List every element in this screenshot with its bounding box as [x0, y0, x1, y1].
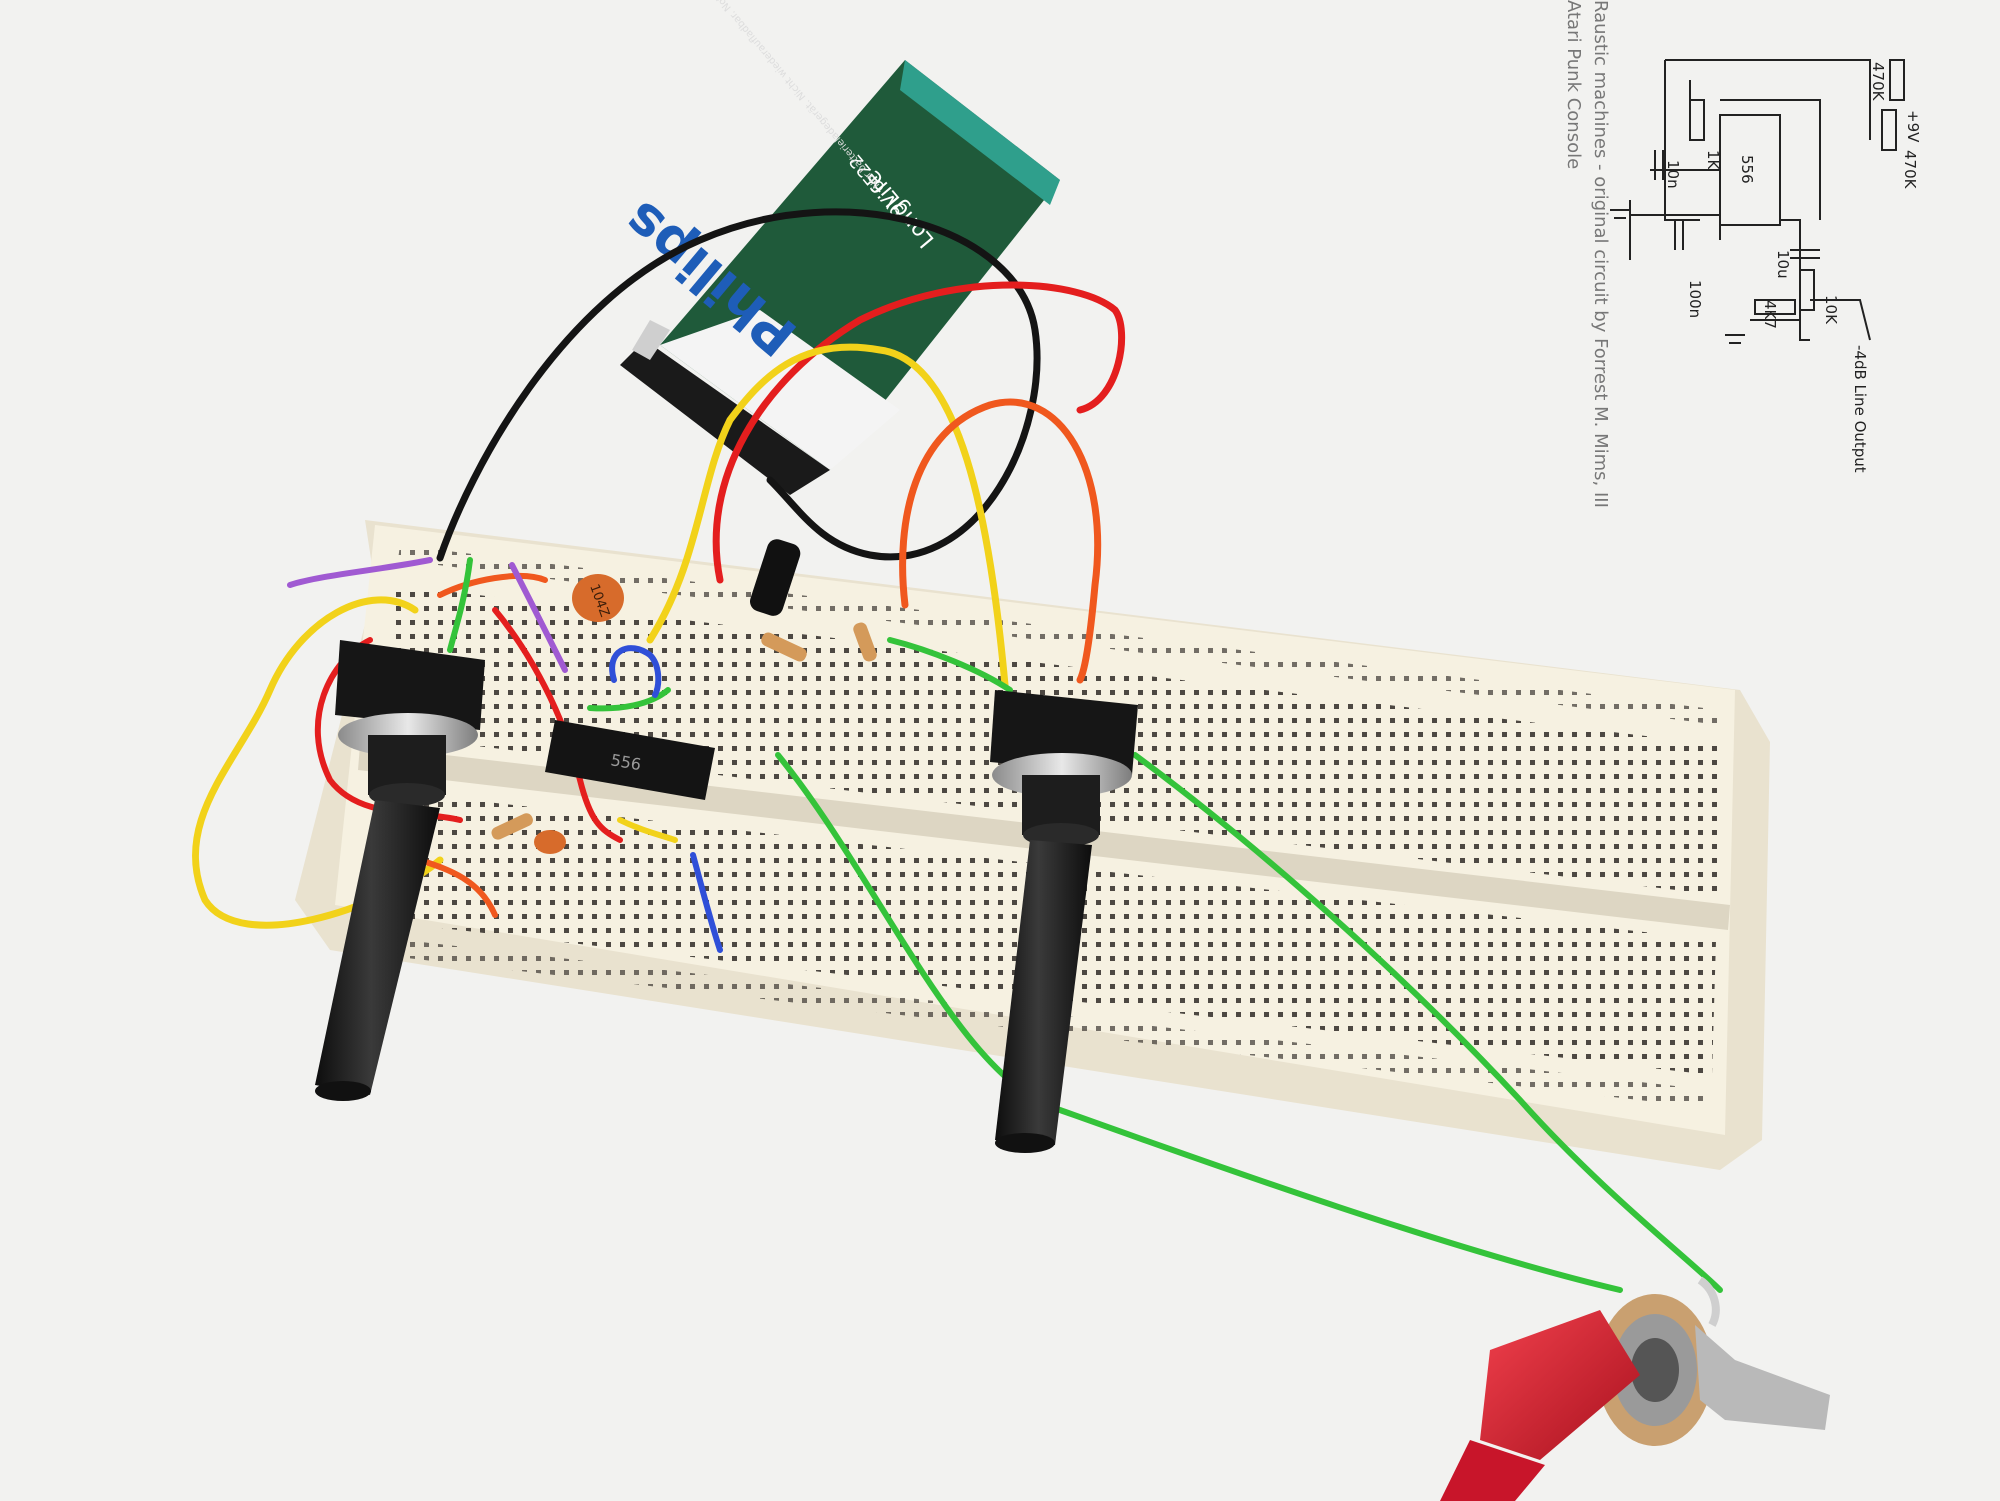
- potentiometer-right[interactable]: [990, 690, 1138, 1153]
- wire-green-short-2: [587, 687, 671, 712]
- wire-green-short-3: [887, 637, 1013, 693]
- wire-blue-u: [609, 645, 662, 698]
- potentiometer-left[interactable]: [315, 640, 485, 1101]
- label-output: -4dB Line Output: [1851, 345, 1869, 473]
- label-r-right: 470K: [1901, 150, 1919, 190]
- paper-subtitle: Raustic machines - original circuit by F…: [1590, 0, 1611, 508]
- wire-purple-left: [287, 557, 433, 588]
- electrolytic-capacitor: [749, 539, 801, 616]
- wire-yellow-short: [617, 817, 678, 843]
- wire-purple-center: [509, 562, 568, 673]
- label-r-10k: 10K: [1822, 295, 1840, 325]
- label-r-4k7: 4K7: [1761, 300, 1779, 329]
- schematic-chip-label: 556: [1738, 155, 1756, 184]
- wire-yellow-long: [646, 343, 1009, 689]
- label-c-10n: 10n: [1664, 160, 1682, 189]
- wire-orange-left: [437, 572, 548, 598]
- wire-orange-bottom: [417, 857, 498, 918]
- resistors: [491, 622, 877, 854]
- audio-jack[interactable]: [1597, 1276, 1830, 1446]
- label-c-10u: 10u: [1774, 250, 1792, 279]
- wire-blue-vertical: [690, 852, 723, 953]
- label-c-100n: 100n: [1686, 280, 1704, 318]
- wire-red-battery: [712, 281, 1125, 584]
- wire-green-jack-2: [1132, 752, 1723, 1293]
- schematic-chip: [1719, 114, 1781, 226]
- ceramic-capacitor: 104Z: [572, 574, 624, 622]
- wire-black: [436, 208, 1041, 562]
- wire-green-jack-1: [775, 752, 1623, 1293]
- wire-orange-right: [899, 398, 1102, 684]
- label-r-top: 470K: [1869, 62, 1887, 102]
- label-r-1k: 1K: [1704, 150, 1722, 171]
- ic-chip: 556: [545, 720, 715, 800]
- label-supply: +9V: [1904, 110, 1922, 143]
- paper-schematic: Atari Punk Console Raustic machines - or…: [1563, 0, 1922, 508]
- audio-plug[interactable]: [1440, 1310, 1640, 1501]
- wire-yellow-left: [191, 596, 444, 929]
- wire-green-short-1: [447, 557, 473, 653]
- paper-title: Atari Punk Console: [1563, 0, 1584, 169]
